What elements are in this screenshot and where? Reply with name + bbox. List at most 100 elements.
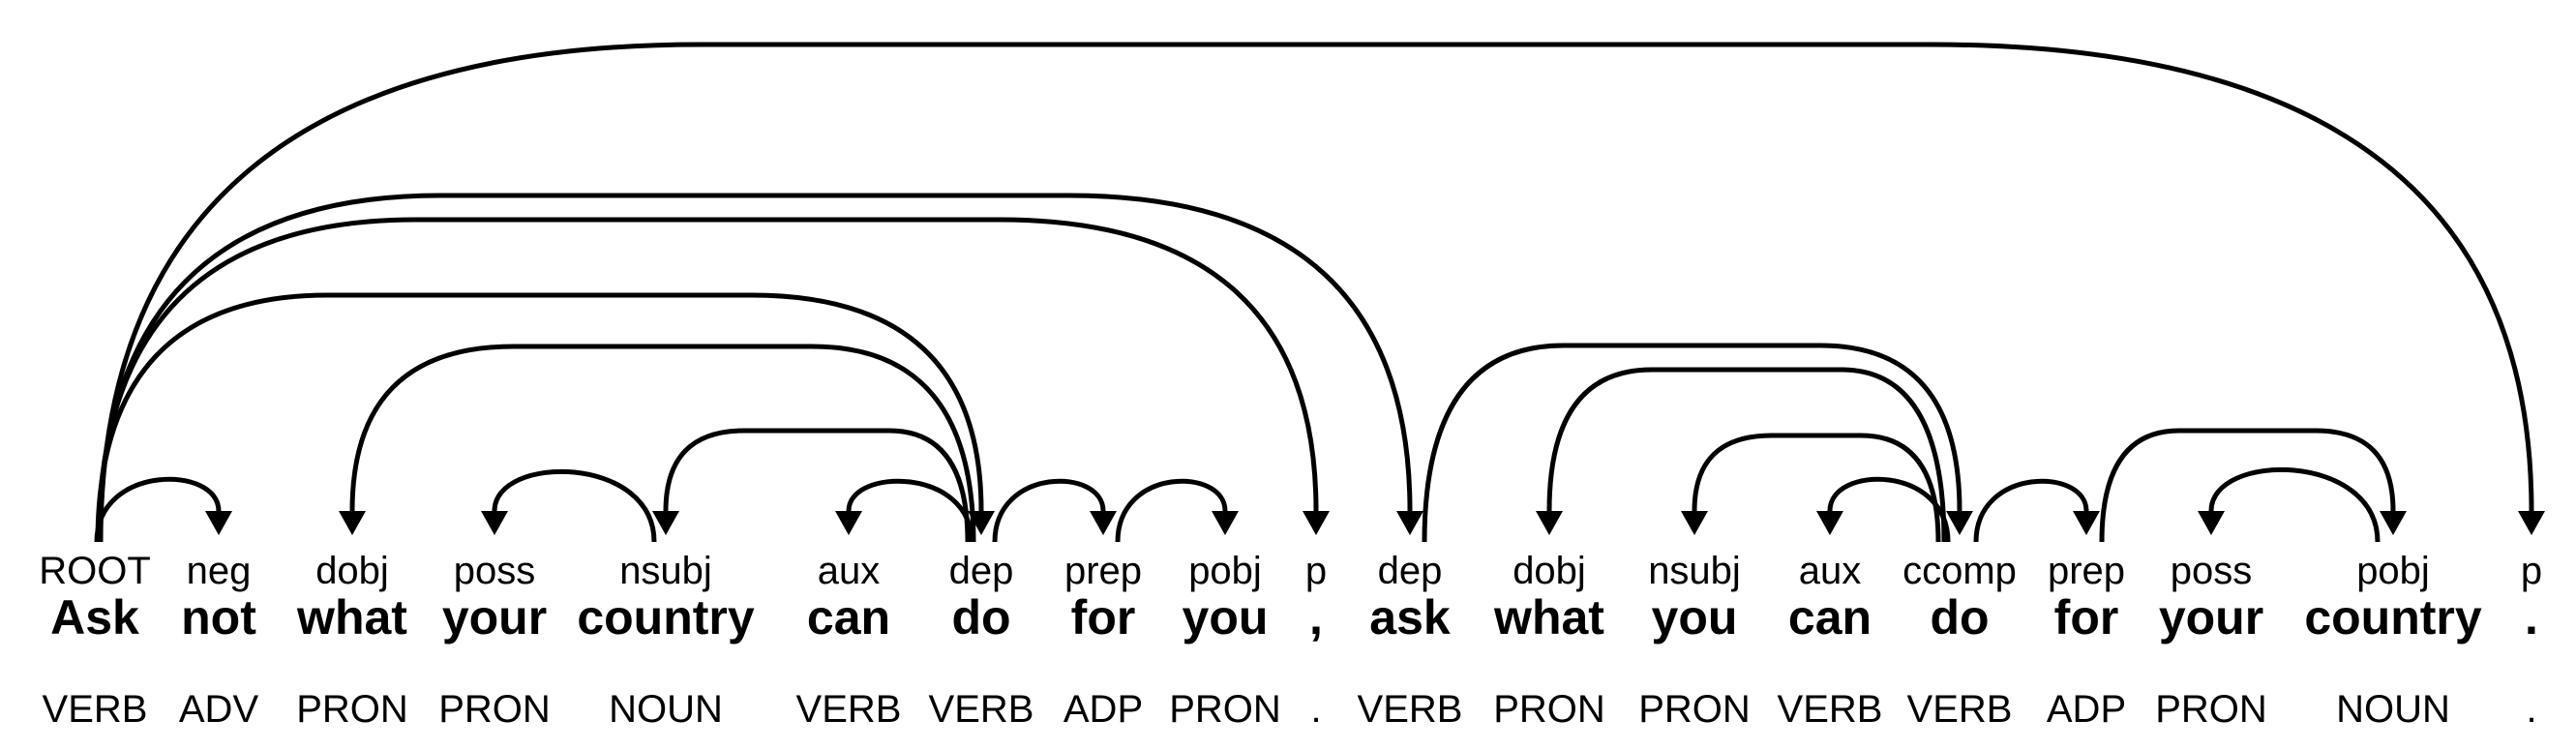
arc-line (1827, 476, 1951, 543)
pos-tag: PRON (1638, 688, 1751, 731)
pos-tag: PRON (438, 688, 551, 731)
dep-label: dobj (1513, 550, 1586, 592)
dep-label: pobj (1188, 550, 1262, 592)
dependency-arc-prep (992, 478, 1117, 543)
arc-layer (94, 42, 2545, 543)
pos-tag: VERB (929, 688, 1034, 731)
arrowhead-icon (2073, 511, 2100, 535)
dependency-arc-ccomp (1422, 343, 1973, 543)
token-word: Ask (50, 590, 139, 645)
token-word: your (2159, 590, 2263, 645)
arc-line (1546, 367, 1947, 543)
arc-line (2208, 467, 2381, 543)
pos-tag: VERB (1778, 688, 1883, 731)
arrowhead-icon (2380, 511, 2407, 535)
dep-label: prep (2048, 550, 2125, 592)
pos-tag: VERB (1907, 688, 2013, 731)
dependency-arc-poss (481, 468, 657, 543)
pos-tag: VERB (796, 688, 902, 731)
arrowhead-icon (339, 511, 366, 535)
arrowhead-icon (481, 511, 508, 535)
token-word: , (1309, 590, 1323, 645)
dep-label: neg (187, 550, 252, 592)
arrowhead-icon (835, 511, 862, 535)
pos-tag: VERB (1358, 688, 1463, 731)
pos-tag: VERB (43, 688, 148, 731)
arc-line (663, 428, 971, 543)
arc-line (2099, 428, 2396, 543)
token-layer: ROOTAskVERBnegnotADVdobjwhatPRONpossyour… (39, 550, 2542, 731)
dependency-arc-dep (97, 193, 1423, 543)
arrowhead-icon (1303, 511, 1330, 535)
dep-label: dep (949, 550, 1014, 592)
token-word: can (807, 590, 890, 645)
dep-label: ccomp (1902, 550, 2017, 592)
arrowhead-icon (652, 511, 679, 535)
dependency-arc-prep (1973, 478, 2100, 543)
arc-line (97, 193, 1413, 543)
dep-label: aux (818, 550, 881, 592)
pos-tag: PRON (1493, 688, 1605, 731)
arrowhead-icon (1212, 511, 1239, 535)
dep-label: nsubj (619, 550, 712, 592)
token-word: can (1788, 590, 1872, 645)
dep-label: poss (2171, 550, 2253, 592)
dep-label: poss (454, 550, 536, 592)
dep-label: aux (1799, 550, 1862, 592)
pos-tag: PRON (2155, 688, 2267, 731)
token-word: you (1652, 590, 1738, 645)
token-word: do (1930, 590, 1989, 645)
arc-line (1115, 478, 1228, 543)
arrowhead-icon (2518, 511, 2545, 535)
arrowhead-icon (205, 511, 232, 535)
token-word: do (951, 590, 1010, 645)
pos-tag: PRON (296, 688, 408, 731)
arc-line (492, 468, 657, 543)
dep-label: ROOT (39, 550, 151, 592)
pos-tag: PRON (1169, 688, 1281, 731)
dep-label: nsubj (1648, 550, 1741, 592)
dep-label: dobj (315, 550, 389, 592)
dep-label: dep (1378, 550, 1443, 592)
dependency-arc-aux (1816, 476, 1951, 543)
arrowhead-icon (1681, 511, 1708, 535)
pos-tag: NOUN (609, 688, 723, 731)
token-word: what (296, 590, 407, 645)
token-word: country (2304, 590, 2482, 645)
arrowhead-icon (1396, 511, 1423, 535)
arc-line (1692, 433, 1941, 543)
dependency-arc-dep (95, 292, 995, 543)
token-word: for (1071, 590, 1136, 645)
dependency-arc-pobj (2099, 428, 2407, 543)
arc-line (1973, 478, 2089, 543)
dependency-arc-dobj (339, 344, 976, 543)
dependency-arc-nsubj (652, 428, 971, 543)
arrowhead-icon (2198, 511, 2225, 535)
dependency-arc-nsubj (1681, 433, 1941, 543)
dependency-arc-dobj (1536, 367, 1947, 543)
arc-line (96, 217, 1319, 543)
dep-label: prep (1064, 550, 1142, 592)
dep-label: p (2521, 550, 2542, 592)
arrowhead-icon (1090, 511, 1117, 535)
arc-line (349, 344, 976, 543)
pos-tag: ADV (179, 688, 259, 731)
pos-tag: NOUN (2336, 688, 2450, 731)
dep-label: p (1305, 550, 1327, 592)
token-word: . (2525, 590, 2538, 645)
arrowhead-icon (1946, 511, 1973, 535)
arrowhead-icon (1816, 511, 1843, 535)
dependency-arc-poss (2198, 467, 2381, 543)
pos-tag: ADP (1063, 688, 1143, 731)
pos-tag: . (2526, 688, 2536, 731)
token-word: for (2054, 590, 2119, 645)
pos-tag: ADP (2047, 688, 2126, 731)
arc-line (98, 42, 2534, 543)
pos-tag: . (1310, 688, 1321, 731)
arrowhead-icon (968, 511, 995, 535)
arc-line (992, 478, 1106, 543)
arrowhead-icon (1536, 511, 1563, 535)
dep-label: pobj (2356, 550, 2430, 592)
